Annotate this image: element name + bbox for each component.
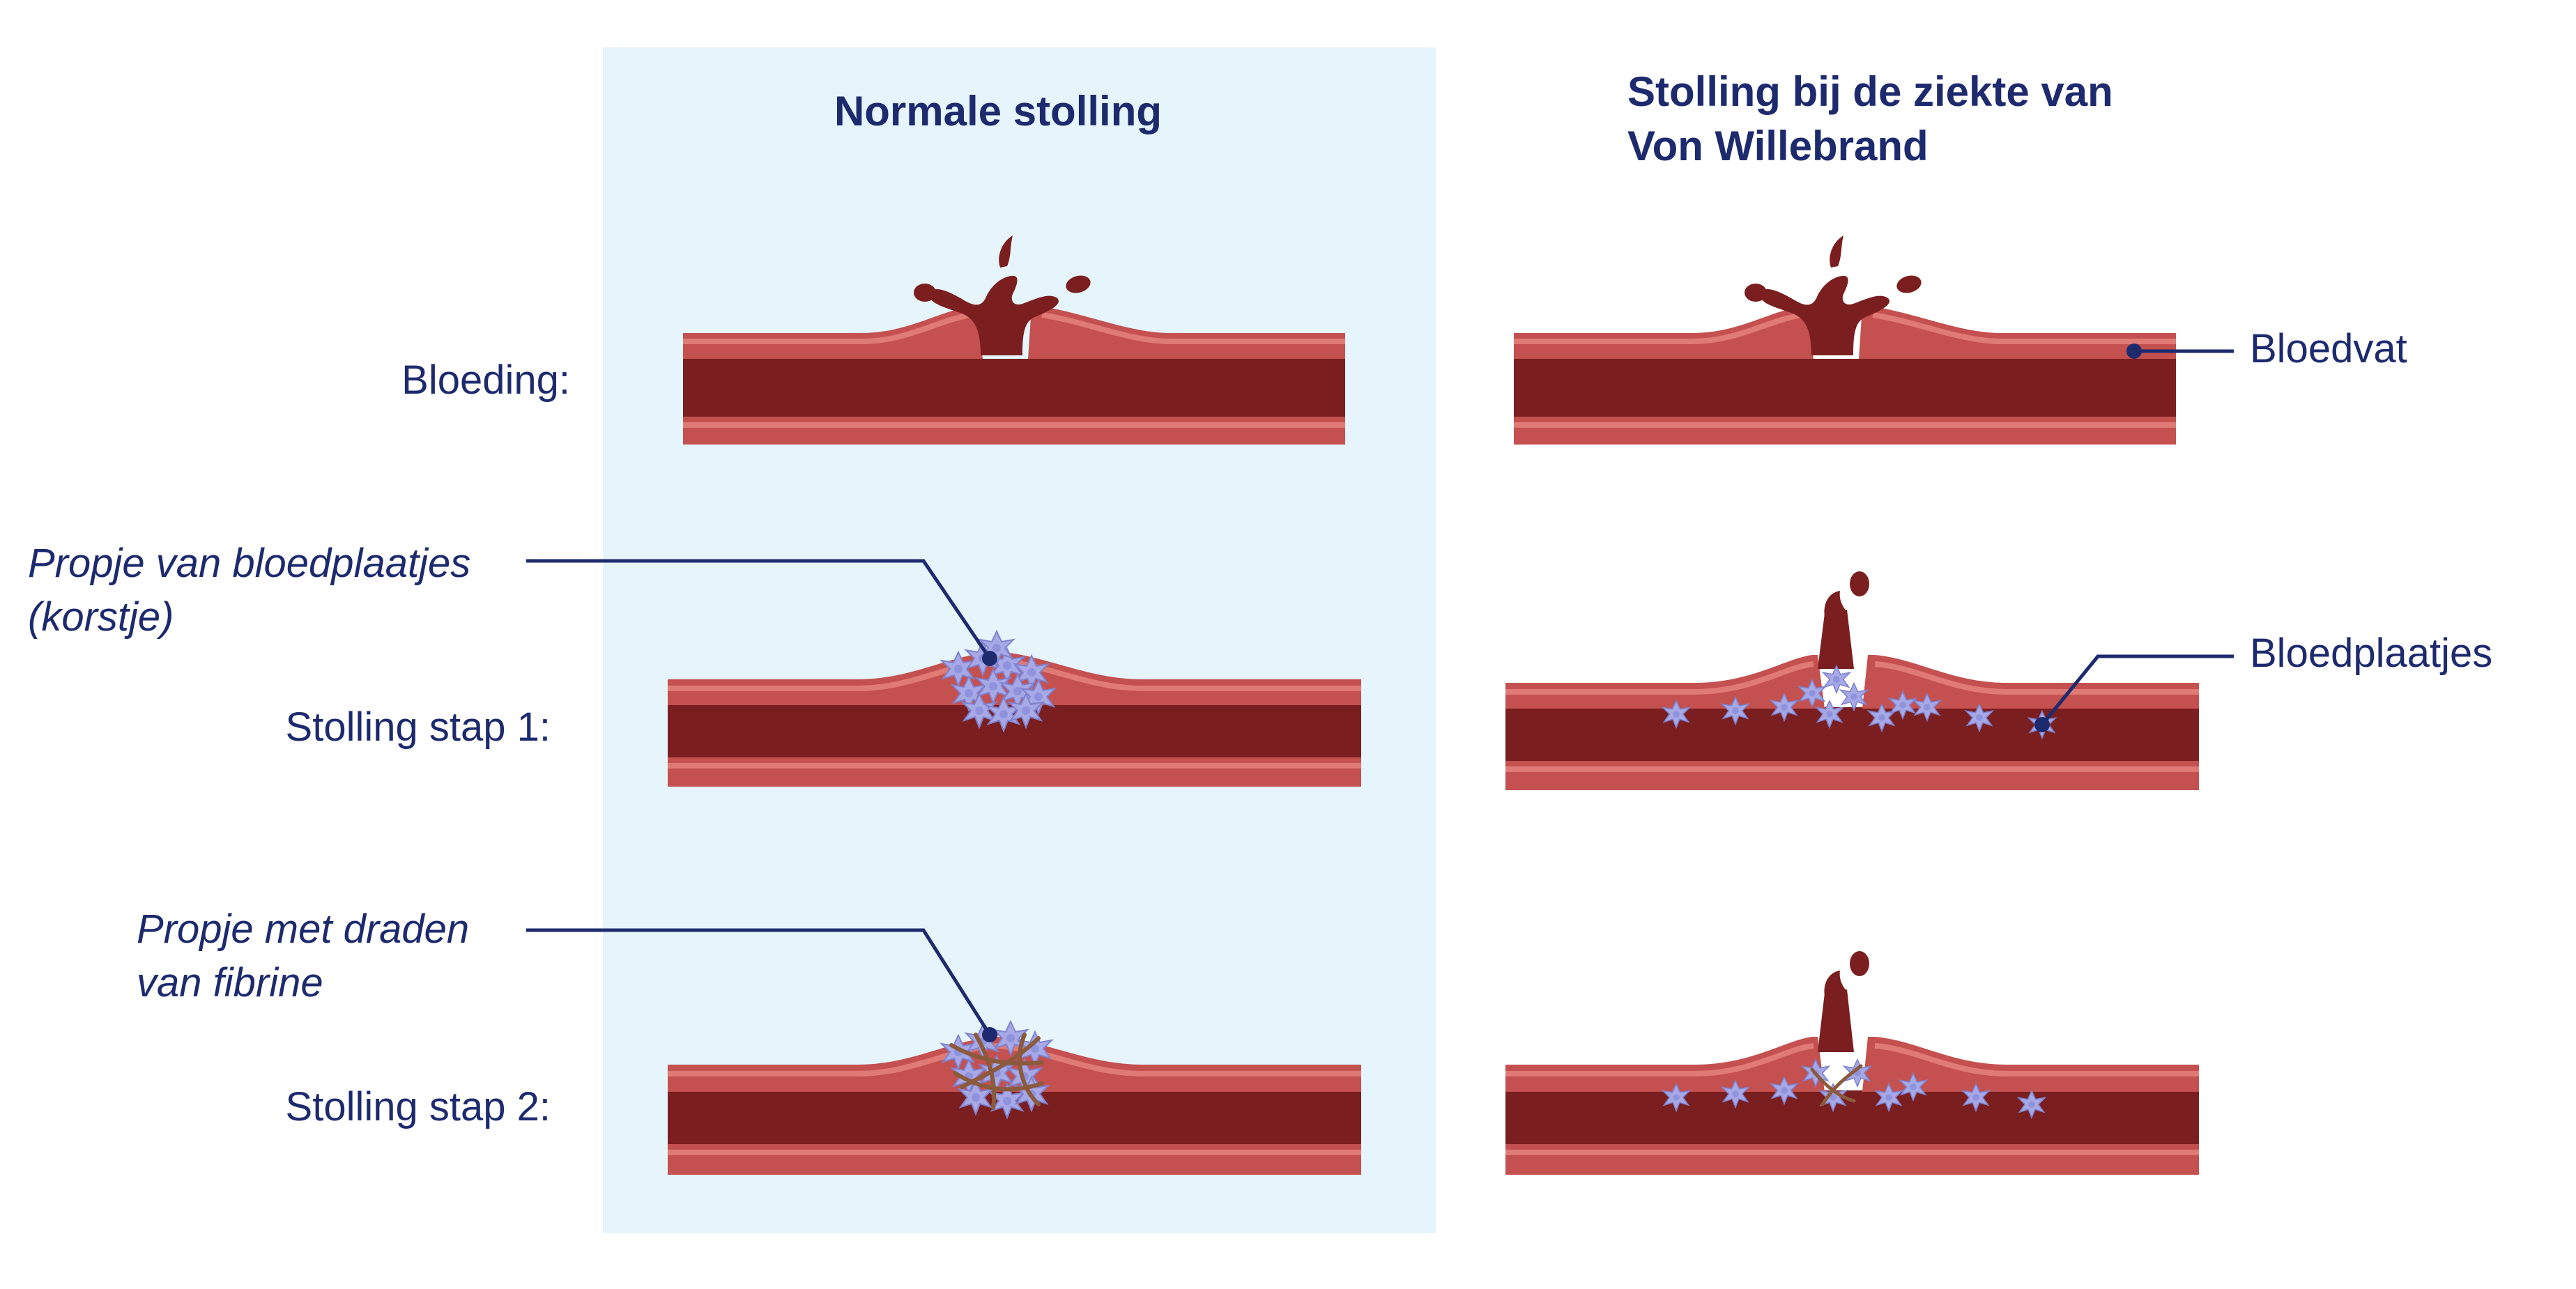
fibrin-mesh-icon	[1810, 1064, 1863, 1106]
header-vwd-line1: Stolling bij de ziekte van	[1627, 68, 2113, 115]
row-label-step2: Stolling stap 2:	[286, 1084, 551, 1129]
annotation-platelets: Bloedplaatjes	[2250, 631, 2492, 676]
blood-splash-icon	[1818, 571, 1869, 669]
blood-splash-icon	[1818, 951, 1869, 1052]
annotation-fibrin-line2: van fibrine	[137, 960, 323, 1005]
fibrin-mesh-icon	[949, 1033, 1044, 1110]
annotation-fibrin-line1: Propje met draden	[137, 906, 469, 952]
row-label-bleeding: Bloeding:	[401, 357, 570, 403]
header-normal: Normale stolling	[834, 88, 1162, 134]
row-label-step1: Stolling stap 1:	[286, 704, 551, 750]
blood-vessel-icon	[1505, 655, 2199, 790]
annotation-vessel: Bloedvat	[2250, 326, 2407, 371]
blood-vessel-icon	[1514, 307, 2176, 445]
annotation-plug-line1: Propje van bloedplaatjes	[28, 541, 470, 586]
blood-vessel-icon	[1505, 1037, 2199, 1175]
annotation-plug-line2: (korstje)	[28, 594, 174, 640]
header-vwd-line2: Von Willebrand	[1627, 123, 1929, 169]
blood-vessel-icon	[683, 307, 1345, 445]
